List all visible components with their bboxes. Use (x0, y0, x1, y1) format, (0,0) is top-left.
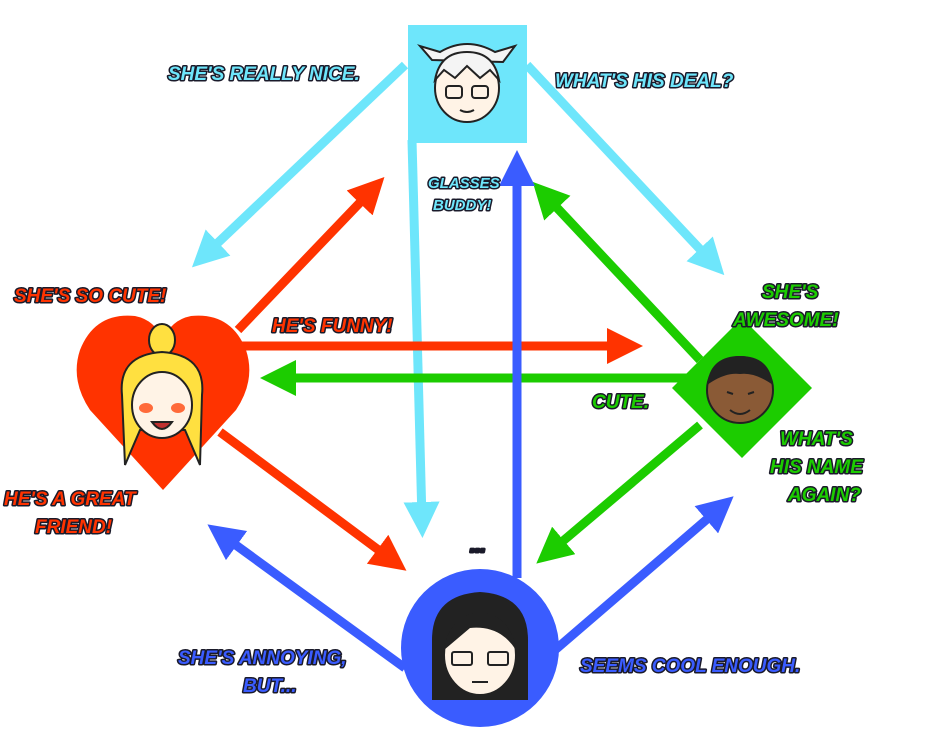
label-cyan-to-heart: SHE'S REALLY NICE. (168, 64, 360, 85)
arrow-cyan-to-circle (403, 139, 440, 538)
node-black-hair-character (401, 569, 559, 727)
label-diamond-to-cyan-line1: SHE'S (762, 282, 819, 303)
label-cyan-to-circle-line1: GLASSES (428, 175, 500, 192)
dark-character-face (706, 356, 774, 424)
label-diamond-to-circle-line3: AGAIN? (787, 485, 861, 506)
arrow-heart-to-circle (217, 428, 407, 571)
label-cyan-to-diamond: WHAT'S HIS DEAL? (555, 71, 734, 92)
arrow-circle-to-heart (207, 524, 408, 672)
label-circle-to-heart-line1: SHE'S ANNOYING, (178, 648, 347, 669)
label-cyan-to-circle-line2: BUDDY! (433, 197, 491, 214)
label-heart-to-circle-line2: FRIEND! (35, 517, 112, 538)
label-diamond-to-heart: CUTE. (592, 392, 649, 413)
arrow-diamond-to-circle (536, 421, 703, 564)
blonde-character-face (120, 323, 204, 466)
node-glasses-character (408, 25, 527, 143)
label-heart-to-cyan: SHE'S SO CUTE! (14, 286, 166, 307)
label-diamond-to-circle-line1: WHAT'S (780, 429, 853, 450)
arrow-circle-to-diamond (552, 496, 734, 654)
arrow-diamond-to-cyan (532, 181, 704, 364)
label-heart-to-circle-line1: HE'S A GREAT (4, 489, 137, 510)
label-circle-to-heart-line2: BUT... (243, 676, 296, 697)
black-hair-character-face (432, 592, 528, 700)
node-dark-character (672, 318, 812, 458)
node-blonde-character (76, 315, 250, 490)
glasses-character-face (417, 43, 518, 123)
label-circle-to-cyan: ... (470, 536, 486, 557)
label-diamond-to-circle-line2: HIS NAME (770, 457, 864, 478)
label-diamond-to-cyan-line2: AWESOME! (732, 310, 839, 331)
label-circle-to-diamond: SEEMS COOL ENOUGH. (580, 656, 800, 677)
label-heart-to-diamond: HE'S FUNNY! (272, 316, 393, 337)
arrow-cyan-to-diamond (523, 61, 725, 276)
arrow-cyan-to-heart (191, 61, 409, 268)
arrow-heart-to-cyan (234, 176, 385, 334)
